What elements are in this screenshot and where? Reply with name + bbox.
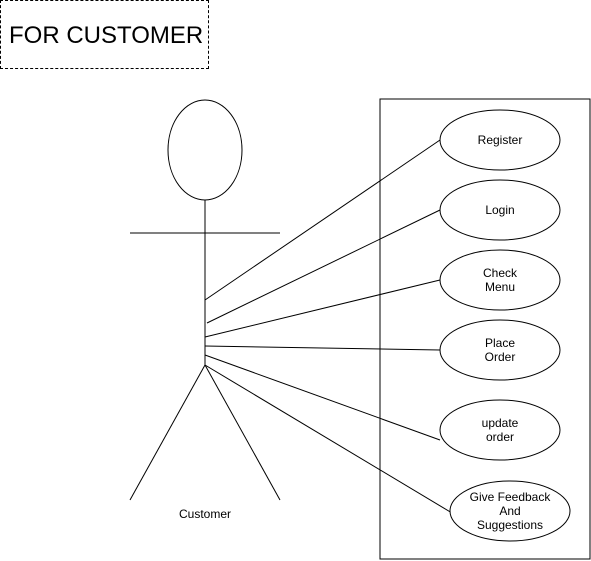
use-case-check-menu-label: Check Menu bbox=[482, 266, 517, 294]
association-register bbox=[204, 139, 441, 301]
use-case-register bbox=[439, 109, 561, 171]
actor-right-leg bbox=[204, 364, 281, 501]
customer-actor bbox=[129, 99, 281, 501]
actor-label: Customer bbox=[178, 507, 231, 521]
use-case-check-menu bbox=[439, 249, 561, 311]
diagram-title: FOR CUSTOMER bbox=[9, 22, 204, 49]
use-case-feedback bbox=[449, 480, 571, 542]
association-place-order bbox=[204, 345, 441, 351]
actor-head bbox=[167, 99, 243, 201]
use-case-login bbox=[439, 179, 561, 241]
use-case-update-order bbox=[439, 399, 561, 461]
system-boundary bbox=[379, 98, 591, 560]
association-feedback bbox=[204, 364, 453, 514]
association-update-order bbox=[204, 354, 441, 441]
association-check-menu bbox=[204, 279, 441, 338]
association-login bbox=[206, 209, 441, 324]
use-case-place-order-label: Place Order bbox=[484, 336, 516, 364]
use-case-register-label: Register bbox=[477, 133, 523, 147]
use-case-feedback-label: Give Feedback And Suggestions bbox=[469, 490, 551, 532]
use-case-place-order bbox=[439, 319, 561, 381]
use-case-login-label: Login bbox=[485, 203, 515, 217]
actor-left-leg bbox=[129, 364, 206, 501]
diagram-title-box: FOR CUSTOMER bbox=[0, 0, 209, 69]
use-case-update-order-label: update order bbox=[481, 416, 519, 444]
